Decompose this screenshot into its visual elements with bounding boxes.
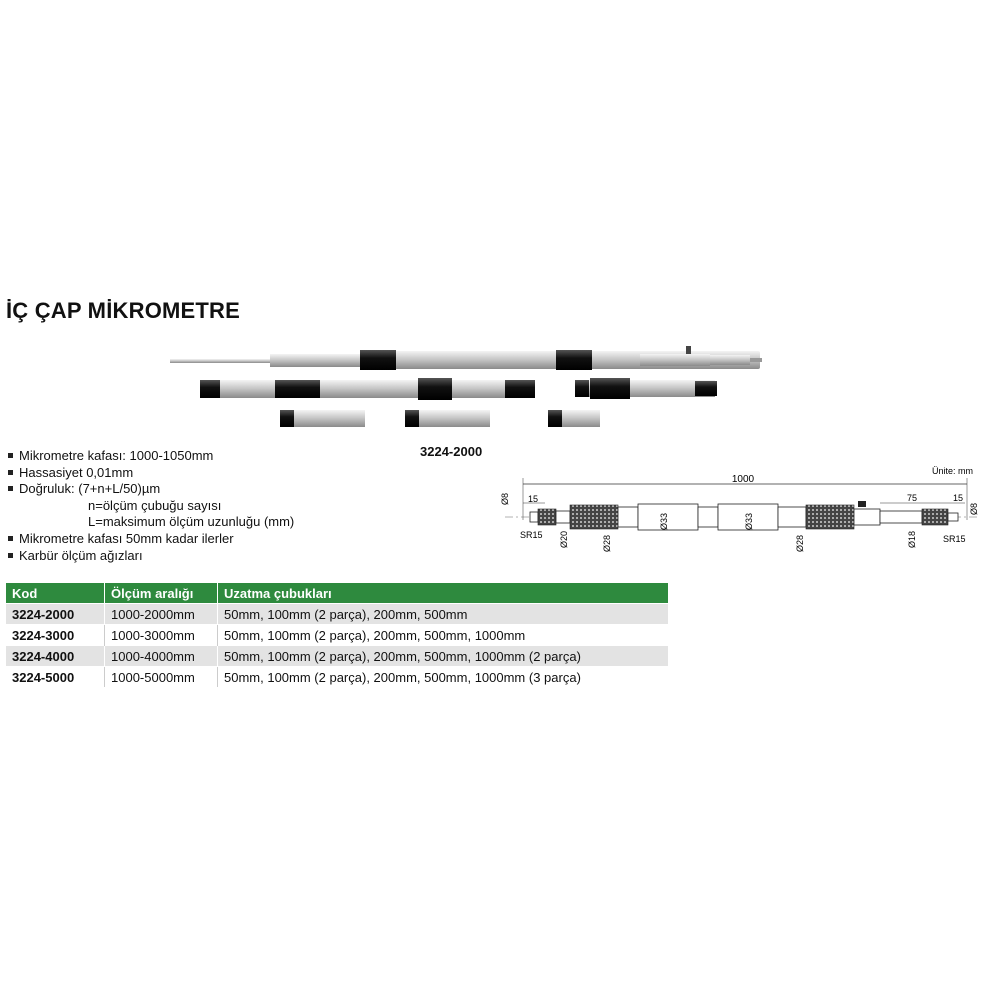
model-label: 3224-2000 <box>420 444 483 459</box>
table-row: 3224-5000 1000-5000mm 50mm, 100mm (2 par… <box>6 666 668 687</box>
dim-label: 15 <box>528 494 538 504</box>
extension-rod-small-1 <box>280 410 365 427</box>
dim-label: Ø8 <box>500 493 510 505</box>
technical-drawing: Ünite: mm 1000 Ø8 15 SR15 Ø20 Ø28 Ø33 Ø3… <box>500 466 979 552</box>
bullet-icon <box>8 453 13 459</box>
spec-item: Mikrometre kafası: 1000-1050mm <box>6 448 406 465</box>
cell-range: 1000-5000mm <box>104 666 218 687</box>
spec-item: Doğruluk: (7+n+L/50)µm <box>6 481 406 498</box>
table-row: 3224-4000 1000-4000mm 50mm, 100mm (2 par… <box>6 645 668 667</box>
spec-subitem: n=ölçüm çubuğu sayısı <box>88 497 222 513</box>
cell-rods: 50mm, 100mm (2 parça), 200mm, 500mm, 100… <box>217 666 668 687</box>
cell-code: 3224-5000 <box>6 666 105 687</box>
length-dim: 1000 <box>732 474 755 485</box>
bullet-icon <box>8 552 13 558</box>
page-title: İÇ ÇAP MİKROMETRE <box>6 298 241 323</box>
cell-rods: 50mm, 100mm (2 parça), 200mm, 500mm, 100… <box>217 645 668 667</box>
cell-rods: 50mm, 100mm (2 parça), 200mm, 500mm, 100… <box>217 624 668 646</box>
cell-code: 3224-4000 <box>6 645 105 667</box>
product-photo <box>170 346 762 427</box>
dim-label: Ø33 <box>659 513 669 530</box>
dim-label: Ø28 <box>795 535 805 552</box>
spec-item: Hassasiyet 0,01mm <box>6 465 406 482</box>
spec-table: Kod Ölçüm aralığı Uzatma çubukları 3224-… <box>6 583 668 687</box>
cell-range: 1000-3000mm <box>104 624 218 646</box>
bullet-icon <box>8 486 13 492</box>
spec-item: Mikrometre kafası 50mm kadar ilerler <box>6 531 406 548</box>
dim-label: Ø33 <box>744 513 754 530</box>
dim-label: Ø28 <box>602 535 612 552</box>
extension-rod-small-2 <box>405 410 490 427</box>
cell-code: 3224-2000 <box>6 603 105 625</box>
dim-label: 75 <box>907 493 917 503</box>
spec-item: Karbür ölçüm ağızları <box>6 548 406 565</box>
table-header-row: Kod Ölçüm aralığı Uzatma çubukları <box>6 583 668 604</box>
spec-list: Mikrometre kafası: 1000-1050mm Hassasiye… <box>6 448 406 564</box>
micrometer-head <box>575 378 717 399</box>
bullet-icon <box>8 469 13 475</box>
dim-label: SR15 <box>520 530 543 540</box>
assembled-micrometer <box>170 346 762 370</box>
cell-rods: 50mm, 100mm (2 parça), 200mm, 500mm <box>217 603 668 625</box>
column-header: Kod <box>6 583 105 604</box>
cell-code: 3224-3000 <box>6 624 105 646</box>
spec-subitem: L=maksimum ölçüm uzunluğu (mm) <box>88 514 295 530</box>
dim-label: SR15 <box>943 534 966 544</box>
dim-label: Ø18 <box>907 531 917 548</box>
bullet-icon <box>8 536 13 542</box>
table-row: 3224-2000 1000-2000mm 50mm, 100mm (2 par… <box>6 603 668 625</box>
unit-label: Ünite: mm <box>932 466 973 476</box>
cell-range: 1000-4000mm <box>104 645 218 667</box>
dim-label: Ø20 <box>559 531 569 548</box>
extension-rod-1000 <box>200 378 535 400</box>
dim-label: Ø8 <box>969 503 979 515</box>
table-row: 3224-3000 1000-3000mm 50mm, 100mm (2 par… <box>6 624 668 646</box>
cell-range: 1000-2000mm <box>104 603 218 625</box>
dim-label: 15 <box>953 493 963 503</box>
extension-rod-small-3 <box>548 410 600 427</box>
column-header: Uzatma çubukları <box>217 583 668 604</box>
column-header: Ölçüm aralığı <box>104 583 218 604</box>
